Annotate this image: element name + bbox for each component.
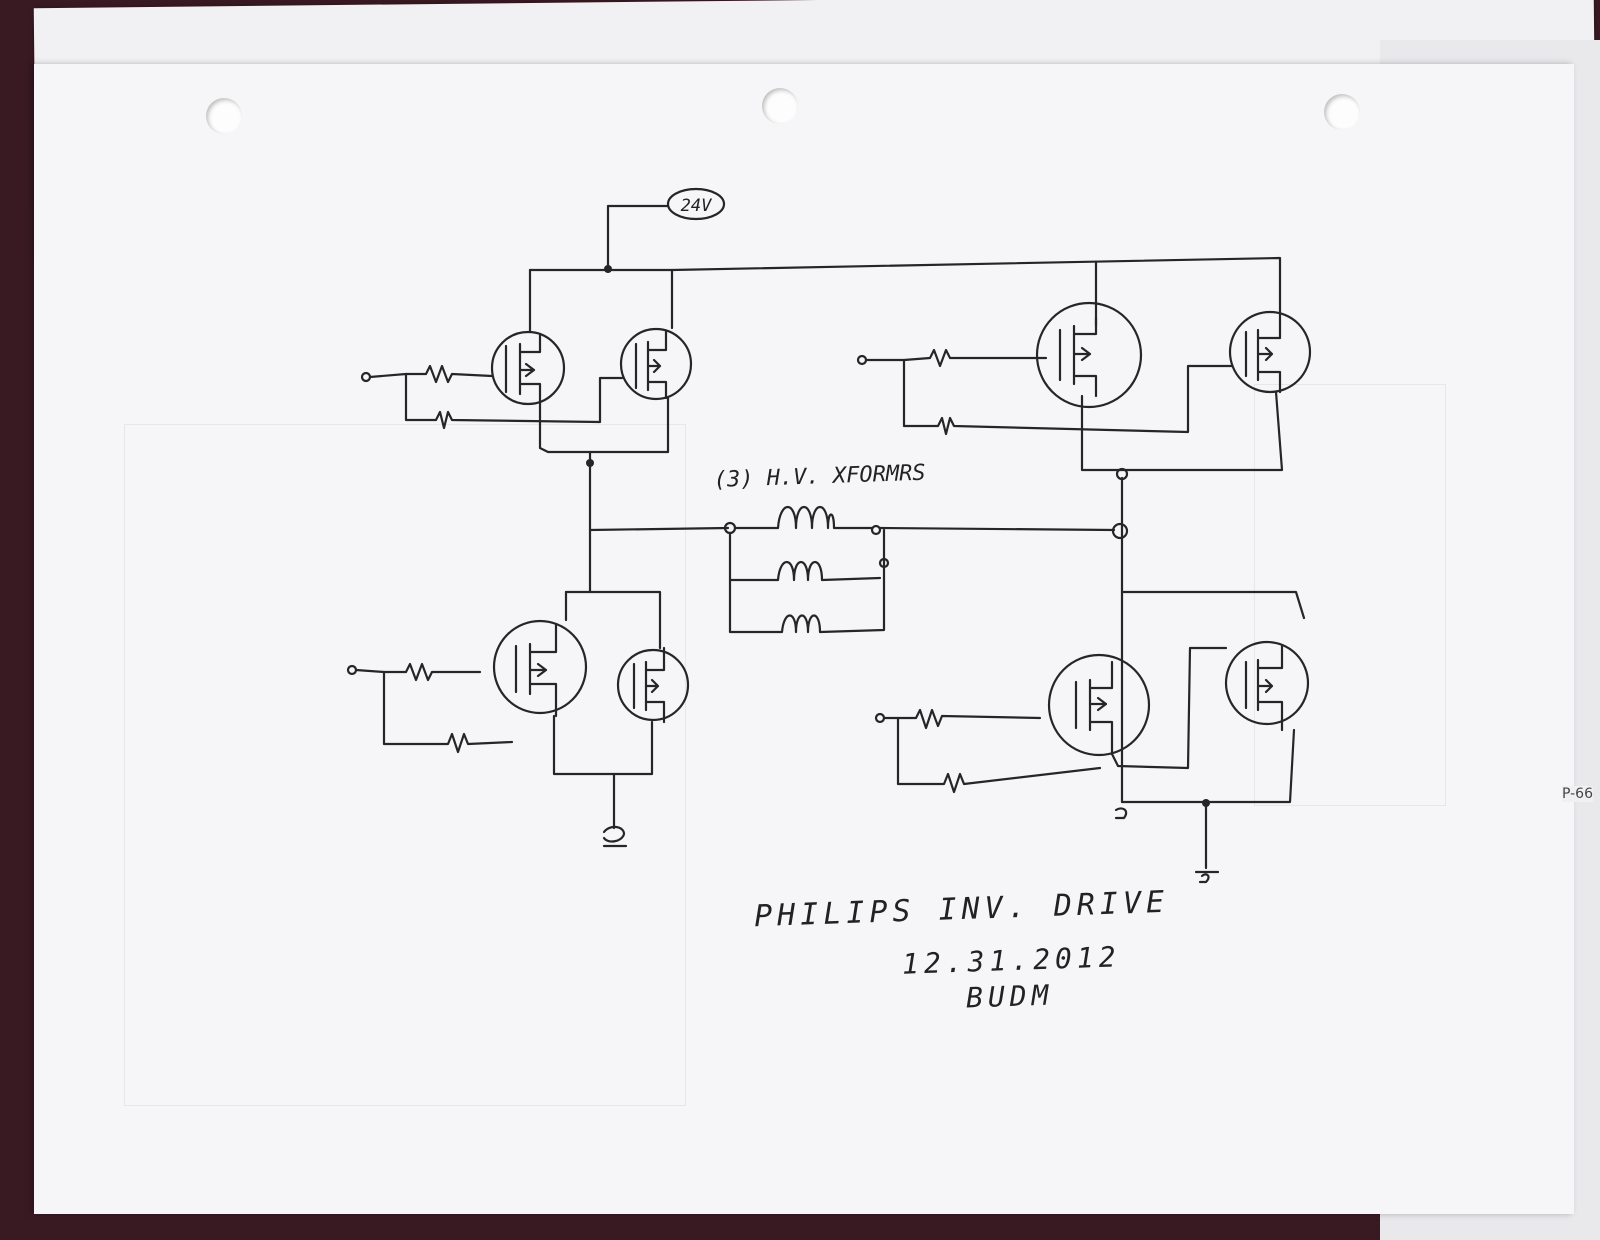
input-terminal-left-bottom (346, 664, 358, 676)
bleed-through-table (124, 424, 686, 1106)
punch-hole (762, 88, 798, 124)
mosfet-upper-left-1 (490, 330, 566, 406)
wire (552, 714, 654, 776)
wire (564, 590, 662, 650)
top-rail-wire (528, 256, 1282, 322)
gate-resistor (902, 358, 1234, 436)
junction-node (870, 524, 882, 536)
page-tag: P-66 (1562, 786, 1594, 802)
supply-wire (606, 204, 670, 270)
punch-hole (1324, 94, 1360, 130)
mosfet-lower-right-2 (1224, 640, 1310, 732)
input-terminal-right-bottom (874, 712, 886, 724)
ground-symbol (1194, 870, 1220, 884)
mosfet-lower-left-1 (492, 619, 588, 718)
gate-resistor (864, 348, 1048, 368)
gate-resistor (382, 670, 514, 754)
supply-label-ellipse (666, 187, 726, 221)
mosfet-lower-left-2 (616, 646, 690, 724)
gate-resistor (896, 716, 1102, 794)
mosfet-upper-left-2 (619, 327, 693, 401)
ground-rail-wire (1120, 728, 1296, 804)
transformer-winding-3 (728, 528, 886, 634)
punch-hole (206, 98, 242, 134)
junction-node (878, 557, 890, 569)
gate-resistor (882, 708, 1042, 730)
ground-symbol (1114, 807, 1128, 820)
schematic-author: BUDM (965, 978, 1054, 1015)
half-bridge-wire (1080, 390, 1284, 472)
input-terminal-left-top (360, 371, 372, 383)
wire (878, 526, 1116, 532)
wire (1120, 590, 1306, 620)
wire (588, 526, 730, 532)
mosfet-upper-right-2 (1228, 310, 1312, 394)
transformer-label: (3) H.V. XFORMRS (713, 461, 926, 493)
ground-symbol (602, 825, 628, 848)
transformer-winding-1 (733, 506, 874, 530)
gate-resistor (404, 372, 624, 430)
gate-resistor (354, 662, 482, 682)
transformer-winding-2 (728, 531, 882, 582)
mosfet-lower-right-1 (1047, 653, 1151, 757)
supply-voltage-label: 24V (681, 196, 712, 216)
junction-node (1111, 522, 1129, 540)
schematic-sheet (34, 64, 1574, 1214)
wire (1110, 646, 1228, 770)
mosfet-upper-right-1 (1035, 301, 1143, 409)
input-terminal-right-top (856, 354, 868, 366)
junction-dot (604, 265, 612, 273)
bleed-through-table (1254, 384, 1446, 806)
gate-resistor (368, 364, 494, 384)
half-bridge-wire (538, 396, 670, 454)
inverter-drive-schematic: 24V (3) H.V. XFORMRS (346, 187, 1312, 884)
